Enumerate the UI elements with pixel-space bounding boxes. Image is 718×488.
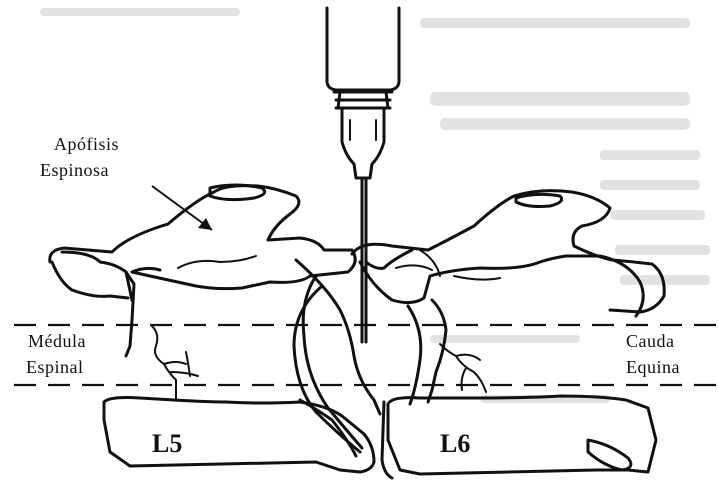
bleed-through-texture	[40, 8, 710, 403]
l5-nerve	[152, 326, 198, 400]
cauda-equina-label-line1: Cauda	[626, 331, 674, 351]
vertebra-l5-label: L5	[152, 429, 182, 458]
spinal-cord-label-line1: Médula	[28, 331, 86, 351]
spinous-process-label-line1: Apófisis	[54, 134, 119, 154]
cauda-equina-label-line2: Equina	[626, 357, 680, 377]
spinous-process-pointer	[152, 186, 212, 230]
l5-body	[104, 398, 374, 473]
syringe-tip	[342, 110, 384, 178]
syringe-barrel	[327, 8, 399, 90]
syringe	[327, 8, 399, 342]
spinal-cord-label-line2: Espinal	[26, 357, 84, 377]
l6-body	[388, 396, 656, 474]
needle	[362, 178, 366, 342]
vertebra-l6-label: L6	[440, 429, 470, 458]
syringe-hub	[334, 92, 392, 108]
vertebra-l5	[50, 185, 380, 472]
vertebra-l6	[352, 191, 664, 478]
spinous-process-label-line2: Espinosa	[40, 160, 109, 180]
